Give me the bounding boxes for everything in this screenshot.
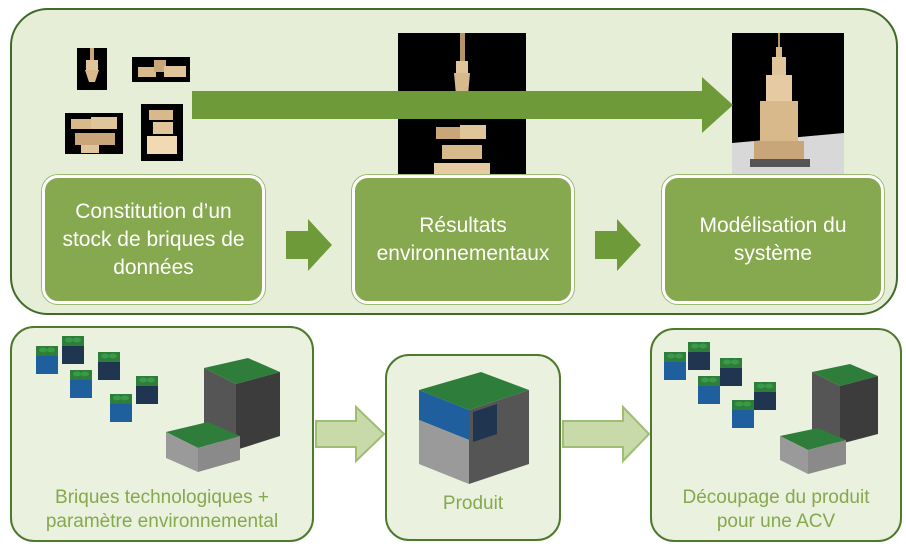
brick-piece-photo-3 (65, 113, 123, 154)
step-label-environmental-results: Résultats environnementaux (376, 213, 550, 265)
bottom-arrow-2 (562, 404, 651, 464)
step-arrow-1 (286, 219, 332, 271)
stage-caption-lca-breakdown: Découpage du produit pour une ACV (682, 487, 870, 532)
step-box-data-stock: Constitution d’un stock de briques de do… (42, 175, 265, 304)
stage-box-technology-bricks: Briques technologiques + paramètre envir… (10, 326, 314, 542)
stage-box-product: Produit (385, 354, 561, 541)
step-label-data-stock: Constitution d’un stock de briques de do… (62, 199, 245, 279)
lego-bricks-icon (36, 336, 280, 472)
lego-bricks-icon (664, 342, 878, 474)
top-flow-arrow (192, 77, 733, 133)
step-box-environmental-results: Résultats environnementaux (352, 175, 574, 304)
step-box-system-modeling: Modélisation du système (662, 175, 884, 304)
empire-state-building-model-photo (732, 33, 844, 175)
brick-piece-photo-1 (77, 48, 107, 90)
step-arrow-2 (595, 219, 641, 271)
brick-piece-photo-2 (132, 57, 190, 82)
assembled-lego-product-icon (419, 372, 529, 484)
stage-caption-technology-bricks: Briques technologiques + paramètre envir… (45, 487, 279, 532)
stage-box-lca-breakdown: Découpage du produit pour une ACV (650, 328, 902, 542)
step-label-system-modeling: Modélisation du système (699, 213, 847, 265)
brick-piece-photo-4 (141, 104, 183, 161)
stage-caption-product: Produit (442, 493, 504, 514)
bottom-arrow-1 (315, 404, 386, 464)
